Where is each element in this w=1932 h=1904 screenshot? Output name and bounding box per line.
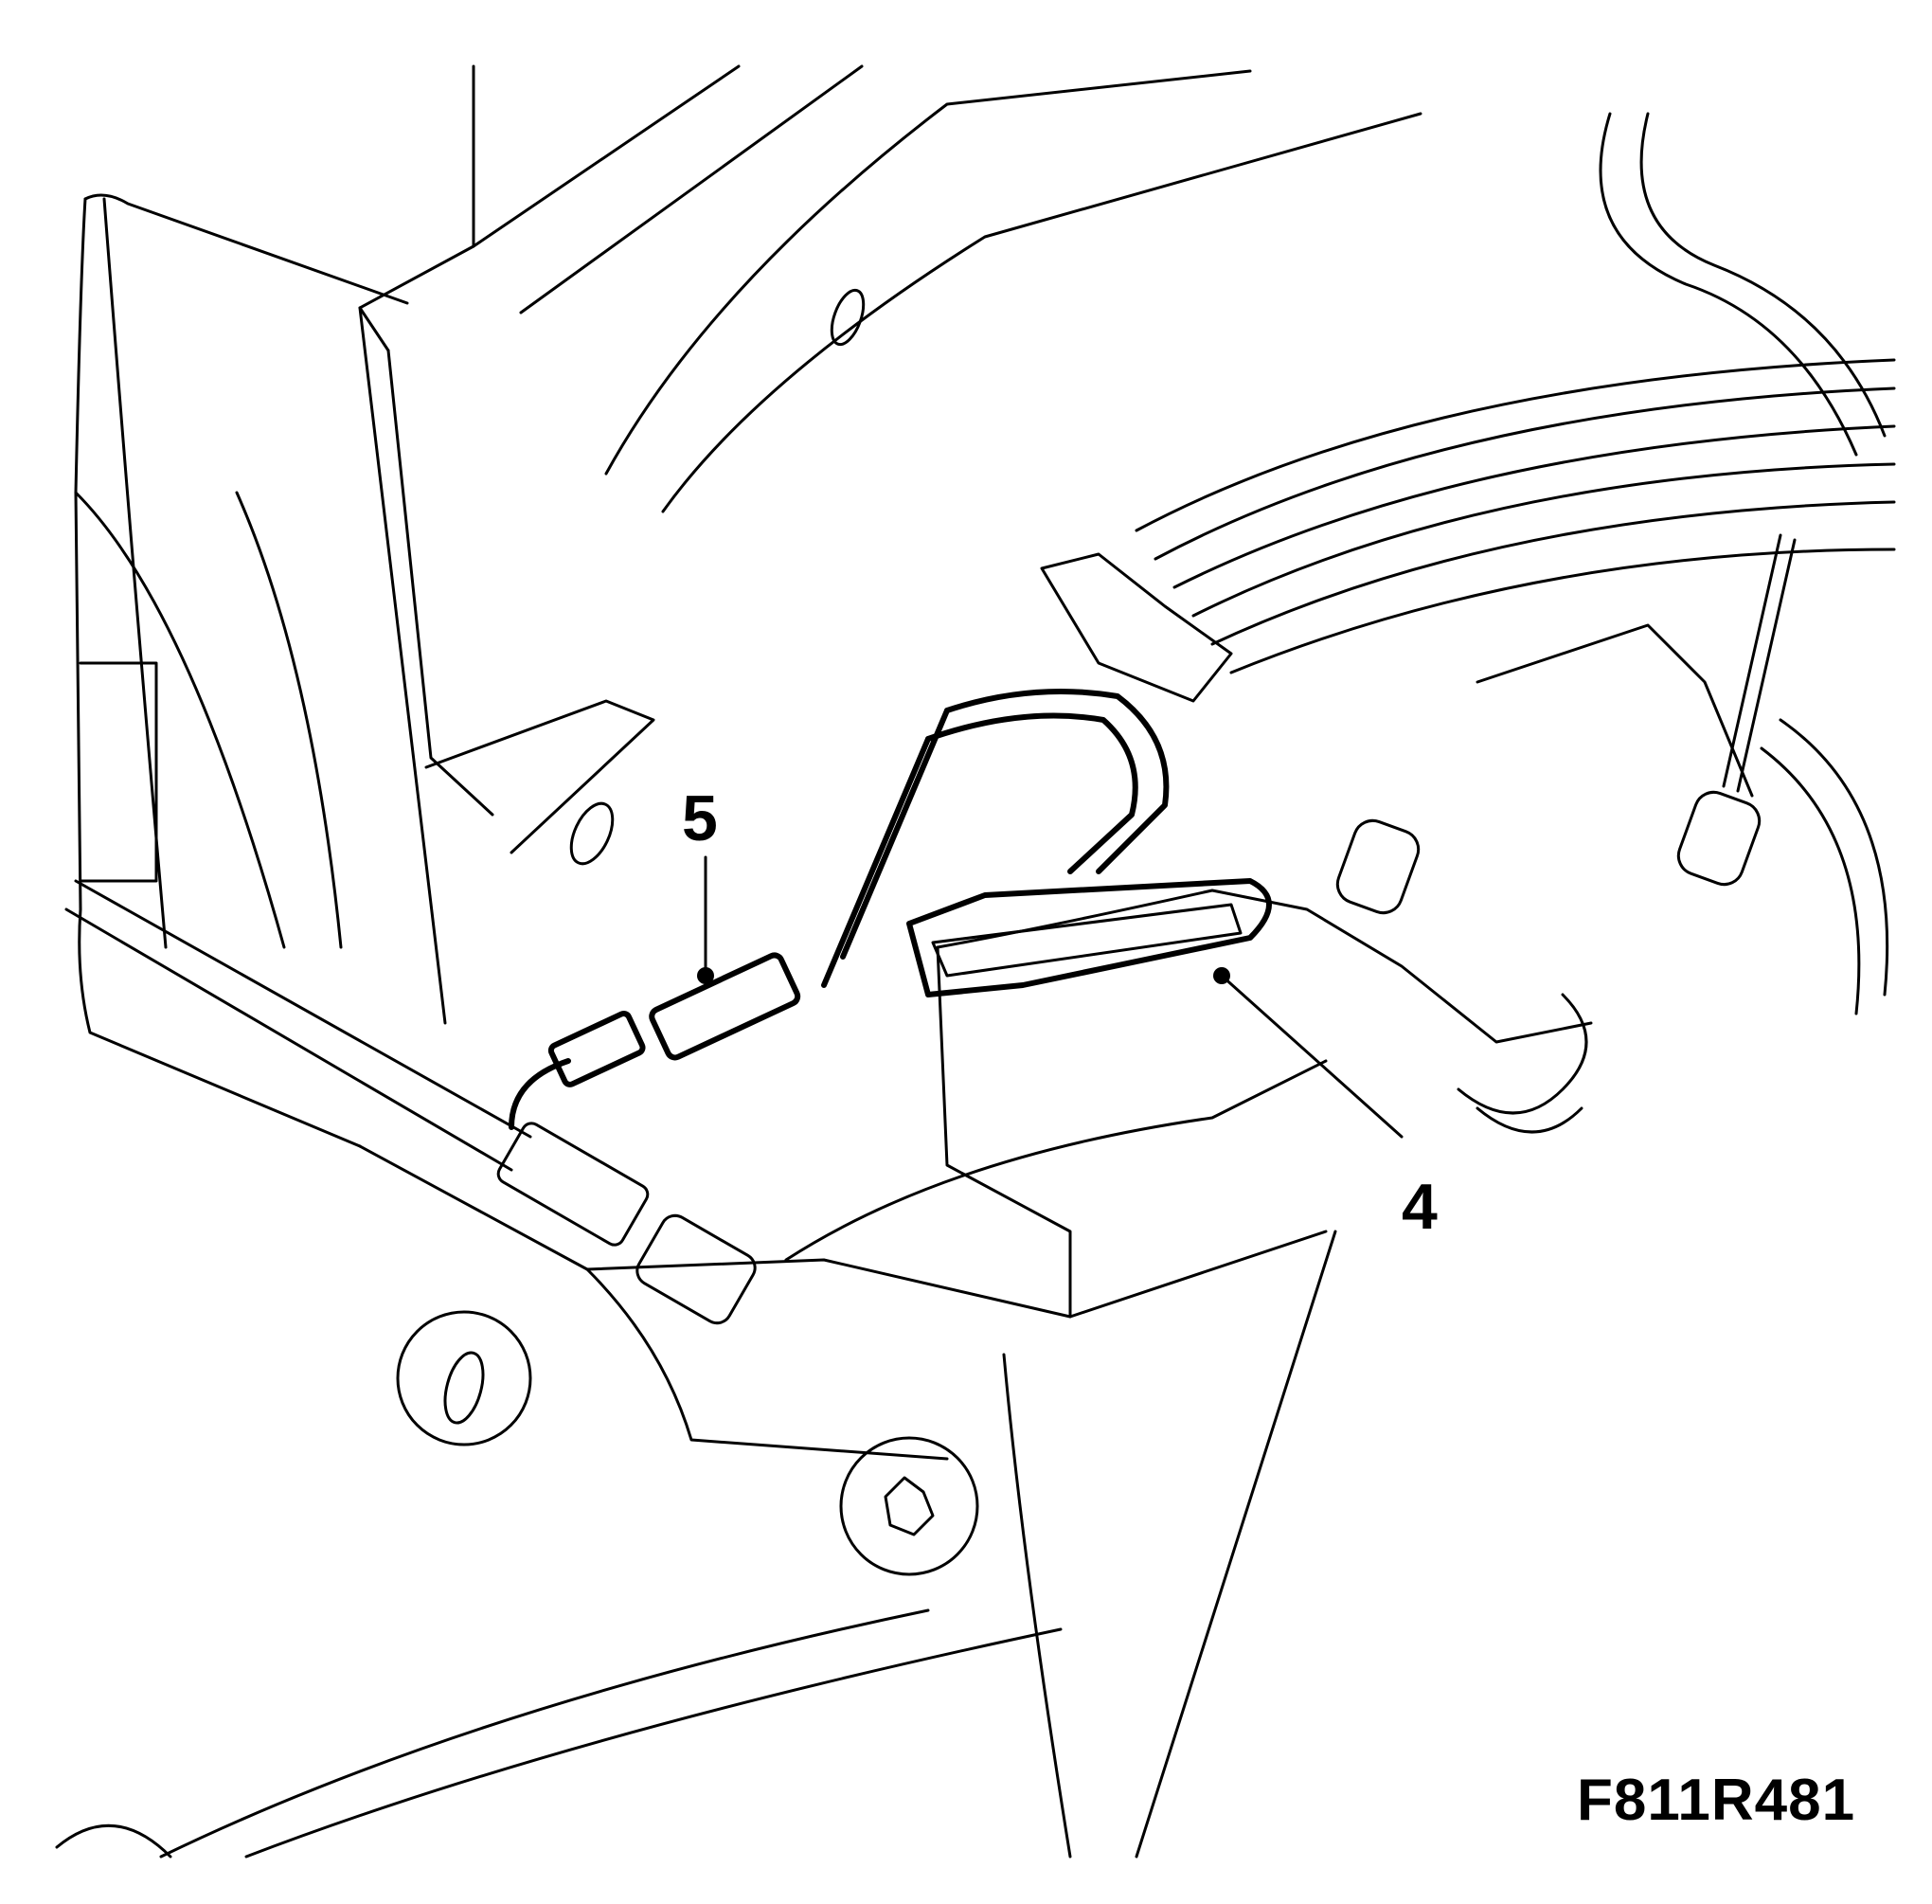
upper-panel-2 bbox=[519, 64, 864, 314]
pillar-top bbox=[358, 64, 475, 352]
leader-5-dot bbox=[697, 967, 714, 984]
lower-sweep bbox=[159, 1608, 930, 1859]
left-arc bbox=[74, 491, 286, 949]
harness-2 bbox=[1154, 386, 1896, 561]
bolt-hole-right bbox=[839, 1436, 979, 1576]
clip-left bbox=[1335, 818, 1421, 915]
cable-loop-inner bbox=[925, 712, 1138, 874]
module-4-inner bbox=[931, 903, 1243, 978]
clip-right bbox=[1676, 790, 1762, 887]
left-panel-outline bbox=[74, 197, 362, 1148]
harness-loop-2 bbox=[1639, 112, 1887, 438]
lower-edge-2 bbox=[1135, 1230, 1337, 1859]
pipe-nut bbox=[635, 1213, 757, 1325]
pillar-edge bbox=[386, 349, 494, 817]
wheel-arc-2 bbox=[1760, 746, 1861, 1015]
lower-panel bbox=[358, 1144, 1328, 1319]
bolt-hole-left bbox=[396, 1310, 532, 1446]
upper-panel-3 bbox=[604, 69, 1252, 476]
pipe-bottom bbox=[64, 907, 513, 1172]
upper-panel bbox=[472, 64, 741, 248]
pipe-fitting bbox=[496, 1122, 650, 1247]
lower-sweep-2 bbox=[244, 1627, 1063, 1859]
upper-panel-4 bbox=[661, 112, 1422, 513]
rod-2 bbox=[1736, 538, 1797, 793]
bottom-left-circle bbox=[55, 1823, 172, 1859]
tray-outline bbox=[936, 889, 1593, 1044]
pillar-left bbox=[358, 306, 447, 1025]
bracket-right bbox=[1476, 623, 1754, 798]
upper-connector bbox=[1040, 552, 1233, 703]
connector-tail bbox=[509, 1058, 571, 1130]
pillar-notch bbox=[424, 699, 655, 854]
left-panel-curve bbox=[83, 193, 409, 305]
connector-5 bbox=[649, 952, 801, 1061]
module-4 bbox=[906, 878, 1272, 997]
torx-bolt bbox=[884, 1476, 935, 1536]
harness-loop bbox=[1599, 112, 1858, 457]
spring-2 bbox=[1476, 1106, 1583, 1134]
cable-to-connector bbox=[840, 708, 950, 960]
left-arc-2 bbox=[235, 491, 343, 949]
cable-to-connector-2 bbox=[821, 736, 931, 988]
harness-5 bbox=[1210, 500, 1896, 646]
lower-edge bbox=[1002, 1353, 1072, 1859]
callout-4: 4 bbox=[1402, 1171, 1438, 1243]
harness-4 bbox=[1191, 462, 1896, 618]
panel-hole-2 bbox=[569, 801, 615, 866]
leader-4 bbox=[1220, 974, 1404, 1139]
connector-5-plug bbox=[547, 1011, 646, 1087]
pipe-top bbox=[74, 879, 532, 1139]
tray-lower bbox=[784, 1059, 1328, 1262]
left-bracket bbox=[79, 661, 158, 883]
harness-1 bbox=[1135, 358, 1896, 532]
bolt-hole-left-slot bbox=[443, 1351, 485, 1425]
panel-hole-1 bbox=[830, 288, 866, 347]
harness-3 bbox=[1172, 424, 1896, 589]
tray-front bbox=[936, 945, 1072, 1319]
lower-panel-2 bbox=[585, 1267, 949, 1461]
cable-loop-outer bbox=[944, 689, 1170, 874]
leader-4-dot bbox=[1213, 967, 1230, 984]
spring-1 bbox=[1457, 993, 1588, 1115]
callout-5: 5 bbox=[682, 782, 718, 854]
wheel-arc bbox=[1779, 718, 1889, 997]
figure-code: F811R481 bbox=[1577, 1768, 1856, 1833]
rod bbox=[1722, 533, 1782, 788]
